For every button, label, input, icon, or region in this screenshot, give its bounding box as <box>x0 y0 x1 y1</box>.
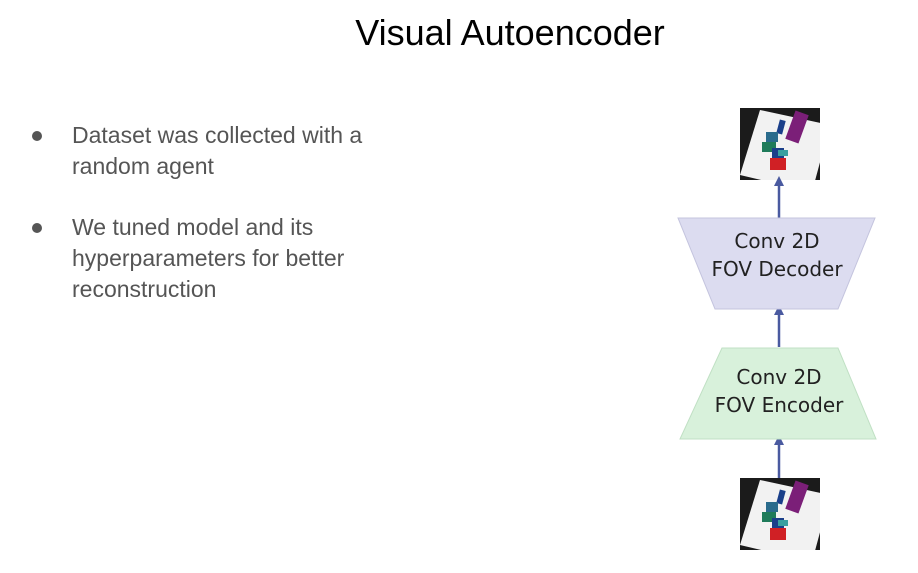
encoder-label-line1: Conv 2D <box>736 365 821 389</box>
output-image <box>740 108 820 180</box>
encoder-label-line2: FOV Encoder <box>715 393 844 417</box>
encoder-block: Conv 2D FOV Encoder <box>679 347 877 440</box>
bullet-dot-icon <box>32 131 42 141</box>
bullet-item: We tuned model and its hyperparameters f… <box>30 212 410 305</box>
bullet-item: Dataset was collected with a random agen… <box>30 120 410 182</box>
decoder-label-line2: FOV Decoder <box>711 257 843 281</box>
bullet-text: Dataset was collected with a random agen… <box>72 122 363 179</box>
input-image <box>740 478 820 550</box>
decoder-label-line1: Conv 2D <box>734 229 819 253</box>
decoder-block: Conv 2D FOV Decoder <box>677 217 876 310</box>
bullet-dot-icon <box>32 223 42 233</box>
bullet-text: We tuned model and its hyperparameters f… <box>72 214 345 302</box>
slide-title: Visual Autoencoder <box>355 12 665 53</box>
bullet-list: Dataset was collected with a random agen… <box>30 120 410 335</box>
